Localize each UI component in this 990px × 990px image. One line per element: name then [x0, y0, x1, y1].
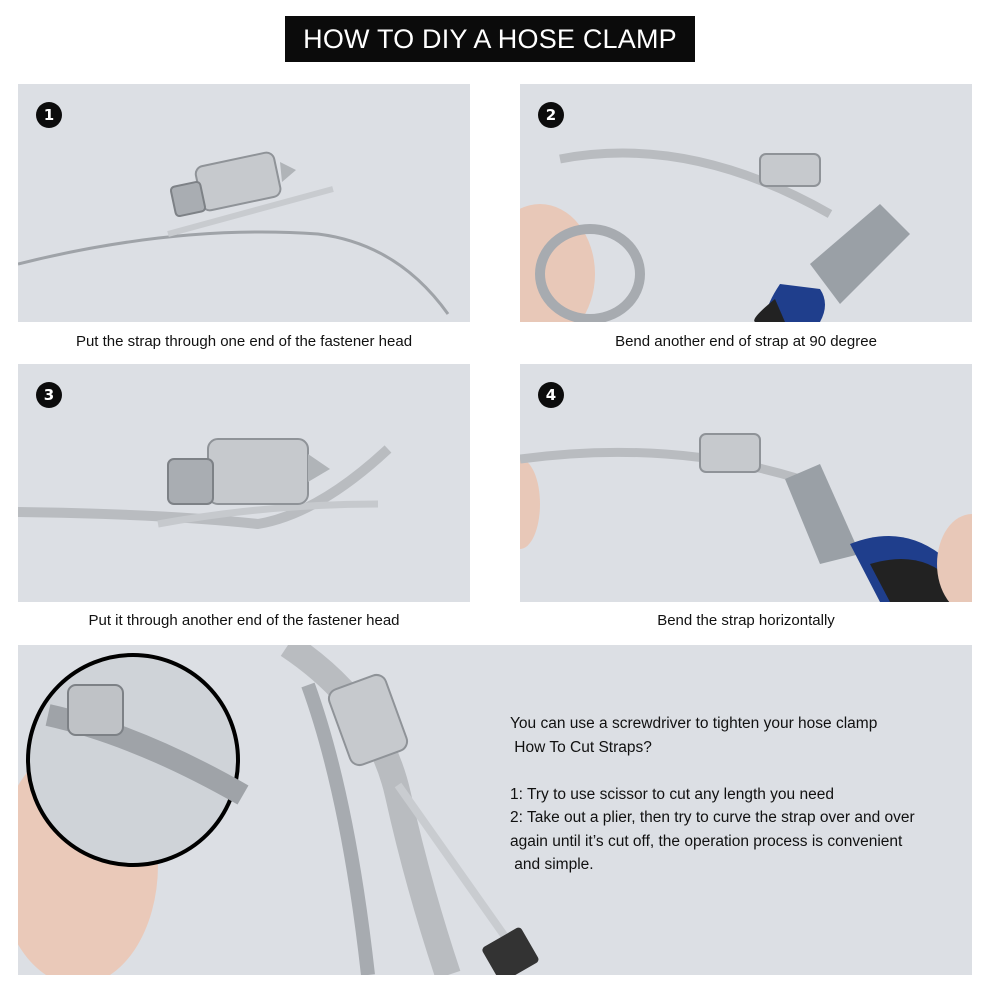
step-1-caption: Put the strap through one end of the fas…	[75, 333, 413, 350]
step-2-photo: 2	[520, 84, 972, 322]
strap-through-head-illustration	[18, 438, 392, 530]
step-4-photo: 4	[520, 364, 972, 602]
notes-line-1: You can use a screwdriver to tighten you…	[510, 715, 878, 732]
step-3-photo: 3	[18, 364, 470, 602]
notes-line-6: and simple.	[510, 856, 594, 873]
bend-horizontal-illustration	[520, 433, 972, 602]
hose-clamp-illustration	[18, 151, 450, 315]
notes-line-4: 2: Take out a plier, then try to curve t…	[510, 809, 915, 826]
step-number-badge: 2	[538, 102, 564, 128]
instructions-text: You can use a screwdriver to tighten you…	[510, 712, 970, 877]
step-4-caption: Bend the strap horizontally	[657, 612, 835, 629]
notes-line-2: How To Cut Straps?	[510, 738, 652, 756]
bend-strap-illustration	[520, 148, 910, 322]
notes-line-3: 1: Try to use scissor to cut any length …	[510, 785, 834, 803]
step-1-photo: 1	[18, 84, 470, 322]
step-number-badge: 4	[538, 382, 564, 408]
screwdriver-photo: You can use a screwdriver to tighten you…	[18, 645, 972, 975]
step-number-badge: 3	[36, 382, 62, 408]
step-3-caption: Put it through another end of the fasten…	[88, 612, 400, 629]
notes-line-5: again until it’s cut off, the operation …	[510, 832, 903, 850]
step-2-caption: Bend another end of strap at 90 degree	[615, 333, 877, 350]
page-title: HOW TO DIY A HOSE CLAMP	[285, 16, 695, 62]
step-number-badge: 1	[36, 102, 62, 128]
screwdriver-tightening-illustration	[18, 645, 539, 975]
